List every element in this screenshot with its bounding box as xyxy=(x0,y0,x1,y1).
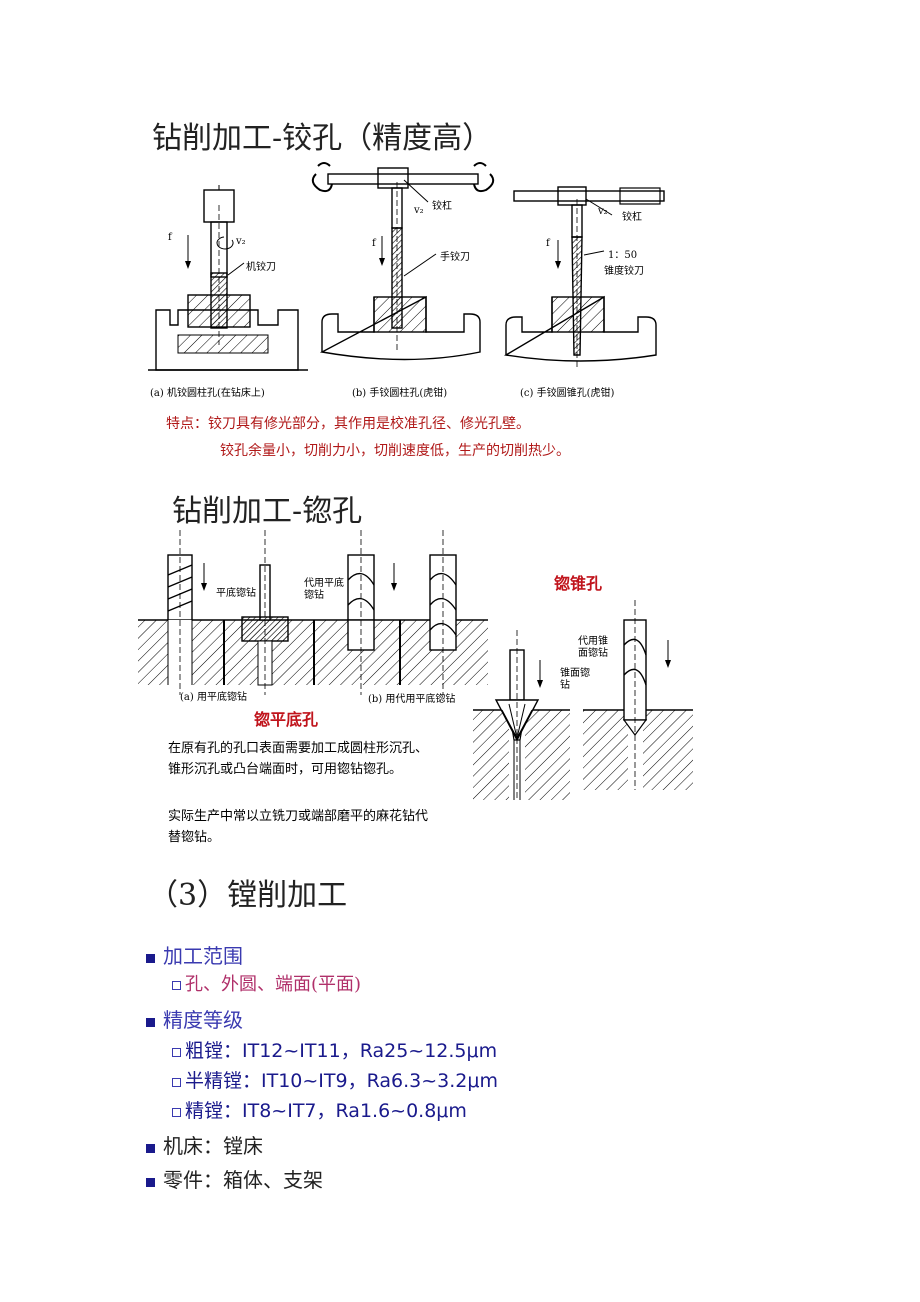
fig-a-vc-label: v₂ xyxy=(236,236,246,247)
fig-b-vc-label: v₂ xyxy=(414,205,424,216)
fig-b-f-label: f xyxy=(372,238,376,249)
fig-c-caption: (c) 手铰圆锥孔(虎钳) xyxy=(520,388,615,399)
fig-b-caption: (b) 手铰圆柱孔(虎钳) xyxy=(352,388,448,399)
ream-feature-note-2: 铰孔余量小，切削力小，切削速度低，生产的切削热少。 xyxy=(220,443,570,459)
square-bullet-icon xyxy=(146,954,155,963)
left-fig-caption-b: (b) 用代用平底锪钻 xyxy=(368,694,456,705)
left-fig-caption-a: (a) 用平底锪钻 xyxy=(180,692,247,703)
boring-bullet-list: 加工范围 孔、外圆、端面(平面) 精度等级 粗镗：IT12~IT11，Ra25~… xyxy=(146,940,498,1198)
flat-counterbore-figure xyxy=(138,530,488,695)
counterbore-section-title: 钻削加工-锪孔 xyxy=(172,494,363,529)
hollow-square-bullet-icon xyxy=(172,1078,181,1087)
list-subitem: 粗镗：IT12~IT11，Ra25~12.5μm xyxy=(146,1036,498,1066)
item-rough-boring: 粗镗：IT12~IT11，Ra25~12.5μm xyxy=(185,1040,498,1062)
counterbore-practice-note: 实际生产中常以立铣刀或端部磨平的麻花钻代替锪钻。 xyxy=(168,809,429,845)
fig-a-f-label: f xyxy=(168,232,172,243)
square-bullet-icon xyxy=(146,1144,155,1153)
hand-reaming-cone-figure xyxy=(503,186,665,370)
item-range-label: 加工范围 xyxy=(163,944,243,968)
list-item: 零件：箱体、支架 xyxy=(146,1164,498,1198)
square-bullet-icon xyxy=(146,1018,155,1027)
ream-section-title: 钻削加工-铰孔（精度高） xyxy=(152,121,493,156)
list-item: 精度等级 xyxy=(146,1004,498,1036)
label-substitute-flat: 代用平底锪钻 xyxy=(304,578,344,601)
list-item: 机床：镗床 xyxy=(146,1130,498,1164)
list-subitem: 孔、外圆、端面(平面) xyxy=(146,970,498,1004)
fig-c-f-label: f xyxy=(546,238,550,249)
fig-c-tool-label: 锥度铰刀 xyxy=(604,266,644,277)
label-substitute-cone: 代用锥面锪钻 xyxy=(578,636,608,659)
machine-reaming-figure xyxy=(148,185,308,371)
list-item: 加工范围 xyxy=(146,940,498,970)
item-semi-finish-boring: 半精镗：IT10~IT9，Ra6.3~3.2μm xyxy=(185,1070,498,1092)
item-range-value: 孔、外圆、端面(平面) xyxy=(185,974,362,995)
list-subitem: 精镗：IT8~IT7，Ra1.6~0.8μm xyxy=(146,1096,498,1130)
ream-feature-note-1: 特点：铰刀具有修光部分，其作用是校准孔径、修光孔壁。 xyxy=(166,416,530,432)
fig-a-tool-label: 机铰刀 xyxy=(246,262,276,273)
item-precision-label: 精度等级 xyxy=(163,1008,243,1032)
boring-section-title: （3）镗削加工 xyxy=(148,878,348,913)
fig-a-caption: (a) 机铰圆柱孔(在钻床上) xyxy=(150,388,265,399)
hand-reaming-cylinder-figure xyxy=(311,162,495,361)
label-flat-counterbore: 平底锪钻 xyxy=(216,588,256,599)
fig-c-ratio-label: 1：50 xyxy=(608,250,638,261)
fig-c-bar-label: 铰杠 xyxy=(622,212,642,223)
item-finish-boring: 精镗：IT8~IT7，Ra1.6~0.8μm xyxy=(185,1100,467,1122)
item-machine: 机床：镗床 xyxy=(163,1134,263,1158)
item-parts: 零件：箱体、支架 xyxy=(163,1168,323,1192)
fig-c-vc-label: v₂ xyxy=(598,206,608,217)
list-subitem: 半精镗：IT10~IT9，Ra6.3~3.2μm xyxy=(146,1066,498,1096)
counterbore-description: 在原有孔的孔口表面需要加工成圆柱形沉孔、锥形沉孔或凸台端面时，可用锪钻锪孔。 xyxy=(168,741,429,777)
square-bullet-icon xyxy=(146,1178,155,1187)
label-cone-counterbore: 锥面锪钻 xyxy=(560,668,590,691)
hollow-square-bullet-icon xyxy=(172,1108,181,1117)
hollow-square-bullet-icon xyxy=(172,981,181,990)
hollow-square-bullet-icon xyxy=(172,1048,181,1057)
fig-b-bar-label: 铰杠 xyxy=(432,201,452,212)
fig-b-tool-label: 手铰刀 xyxy=(440,252,470,263)
countersink-figure xyxy=(473,600,693,800)
heading-countersink: 锪锥孔 xyxy=(554,574,603,593)
heading-flat-counterbore: 锪平底孔 xyxy=(254,710,319,729)
